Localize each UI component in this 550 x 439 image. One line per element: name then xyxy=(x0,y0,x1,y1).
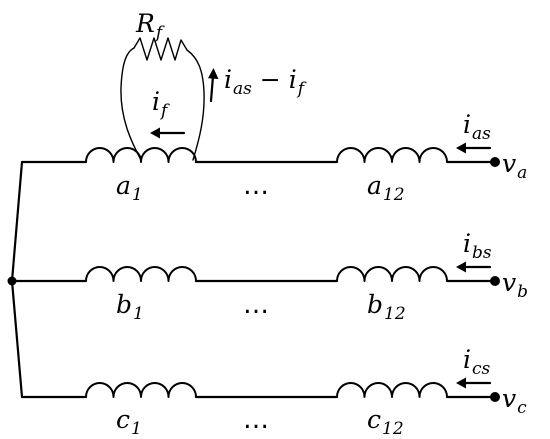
coil-c12 xyxy=(336,382,448,398)
phase-a-branch: a1 a12 … ias va xyxy=(85,110,527,205)
terminal-b xyxy=(490,276,500,286)
phase-b-branch: b1 b12 … ibs vb xyxy=(85,229,528,324)
neutral-wire-c xyxy=(10,279,88,399)
coil-a12 xyxy=(336,147,448,163)
label-ibs: ibs xyxy=(463,229,492,263)
terminal-a xyxy=(490,157,500,167)
label-va: va xyxy=(502,149,527,183)
label-vb: vb xyxy=(502,268,528,302)
label-b12: b12 xyxy=(367,290,406,324)
arrow-ias-icon xyxy=(456,142,492,154)
fault-wire-right xyxy=(186,49,205,161)
phase-c-branch: c1 c12 … ics vc xyxy=(85,345,527,439)
label-ias: ias xyxy=(463,110,491,144)
label-if: if xyxy=(152,87,170,121)
label-vc: vc xyxy=(502,384,527,418)
terminal-c xyxy=(490,392,500,402)
arrow-if-icon xyxy=(150,127,186,139)
fault-wire-left xyxy=(120,47,142,161)
label-rf: Rf xyxy=(135,9,165,43)
label-c1: c1 xyxy=(116,405,142,439)
ellipsis-c: … xyxy=(243,405,269,435)
ellipsis-a: … xyxy=(243,171,269,201)
neutral-connection xyxy=(7,160,88,399)
coil-c1 xyxy=(85,382,197,398)
label-a12: a12 xyxy=(367,171,405,205)
neutral-wire-a xyxy=(10,160,88,283)
arrow-ibs-icon xyxy=(456,261,492,273)
label-c12: c12 xyxy=(367,405,404,439)
ellipsis-b: … xyxy=(243,290,269,320)
arrow-ias-minus-if-icon xyxy=(208,68,219,103)
fault-resistor xyxy=(133,37,188,61)
arrow-ics-icon xyxy=(456,377,492,389)
label-b1: b1 xyxy=(116,290,144,324)
label-ics: ics xyxy=(463,345,491,379)
neutral-node xyxy=(7,276,17,286)
label-a1: a1 xyxy=(116,171,143,205)
label-ias-minus-if: ias − if xyxy=(224,65,307,99)
coil-a1 xyxy=(85,147,197,163)
coil-b12 xyxy=(336,266,448,282)
fault-branch: Rf if ias − if xyxy=(120,9,307,161)
coil-b1 xyxy=(85,266,197,282)
